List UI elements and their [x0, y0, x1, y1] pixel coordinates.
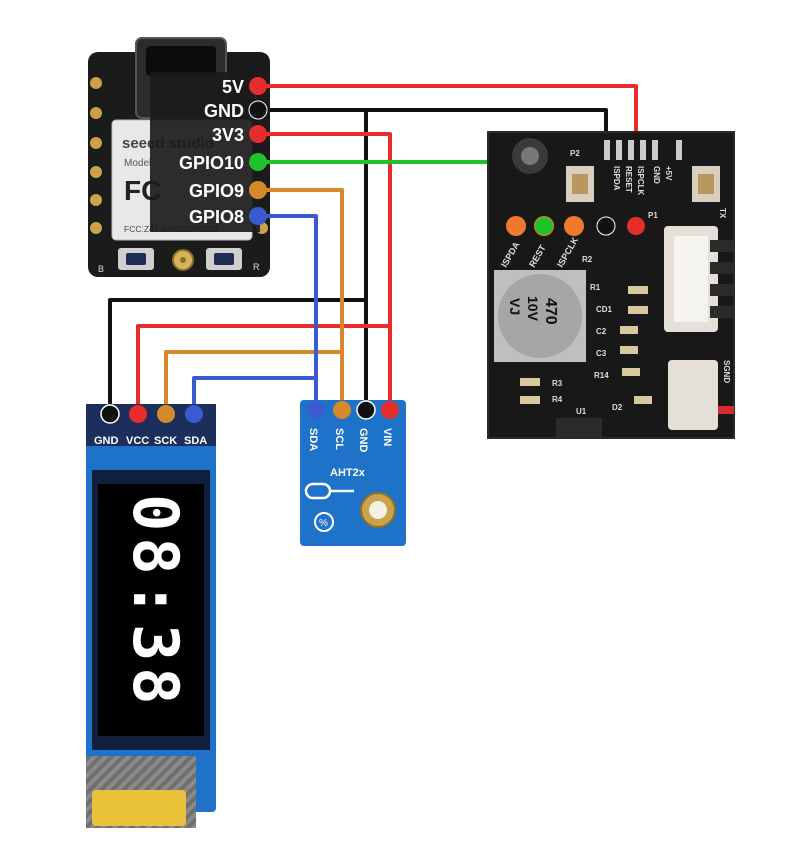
pad-ispda	[506, 216, 526, 236]
pin-label-5v: 5V	[222, 77, 244, 97]
wire-gpio8	[258, 214, 318, 410]
silk-tx: TX	[718, 208, 727, 219]
corner-b: B	[98, 264, 104, 274]
oled-display-text: 08:38	[119, 494, 192, 711]
xiao-model: Model	[124, 158, 151, 169]
aht-pin-dot-sda	[307, 401, 325, 419]
board-dot-5v	[627, 217, 645, 235]
xiao-esp32c3-module: seeed studio Model FC FCC:Z4T-XIAOESP32C…	[88, 37, 270, 277]
oled-pin-label-sck: SCK	[154, 435, 177, 447]
wire-3v3	[258, 132, 392, 410]
pin-dot-3v3	[249, 125, 267, 143]
oled-pin-dot-sda	[185, 405, 203, 423]
oled-pin-label-sda: SDA	[184, 435, 207, 447]
aht-pin-dot-vin	[381, 401, 399, 419]
silk-cd1: CD1	[596, 305, 613, 314]
header-label-ispda: ISPDA	[612, 166, 621, 191]
aht-pin-label-gnd: GND	[357, 428, 369, 453]
header-label-5v: +5V	[664, 166, 673, 181]
pin-label-gnd: GND	[204, 101, 244, 121]
aht-title: AHT2x	[330, 467, 366, 479]
thermometer-icon	[304, 482, 354, 500]
aht-pin-label-vin: VIN	[381, 428, 393, 446]
pad-ispclk	[564, 216, 584, 236]
pin-dot-gpio10	[249, 153, 267, 171]
silk-r3: R3	[552, 379, 563, 388]
control-board: ISPDA RESET ISPCLK GND +5V P2 P1 R2 R1 C…	[487, 131, 735, 439]
header-label-ispclk: ISPCLK	[636, 166, 645, 196]
silk-r4: R4	[552, 395, 563, 404]
silk-sgnd: SGND	[722, 360, 731, 383]
header-label-gnd: GND	[652, 166, 661, 184]
pin-dot-gnd	[248, 100, 268, 120]
svg-text:%: %	[319, 518, 328, 529]
wire-3v3-oled	[136, 324, 390, 414]
pin-dot-5v	[249, 77, 267, 95]
pin-dot-gpio9	[249, 181, 267, 199]
silk-d2: D2	[612, 403, 623, 412]
silk-r1: R1	[590, 283, 601, 292]
oled-display-module: 08:38 GND VCC SCK SDA	[86, 404, 216, 828]
chip-u1	[556, 418, 602, 438]
corner-r: R	[253, 262, 260, 272]
oled-pin-dot-vcc	[129, 405, 147, 423]
electrolytic-capacitor: 470 10V VJ	[494, 270, 586, 362]
silk-p2: P2	[570, 149, 580, 158]
xiao-pin-labels: 5V GND 3V3 GPIO10 GPIO9 GPIO8	[179, 77, 268, 227]
board-dot-gnd	[596, 216, 616, 236]
wire-gnd-oled	[108, 298, 366, 414]
silk-u1: U1	[576, 407, 587, 416]
cap-voltage: 10V	[525, 296, 541, 322]
cap-series: VJ	[507, 298, 523, 315]
pin-dot-gpio8	[249, 207, 267, 225]
aht-pin-label-sda: SDA	[307, 428, 319, 451]
silk-r2: R2	[582, 255, 593, 264]
silk-c2: C2	[596, 327, 607, 336]
oled-pin-dot-gnd	[100, 404, 120, 424]
board-dot-reset	[535, 217, 553, 235]
silk-r14: R14	[594, 371, 609, 380]
humidity-drop-icon: %	[314, 512, 334, 532]
oled-pin-label-gnd: GND	[94, 435, 119, 447]
cap-value: 470	[542, 298, 559, 325]
wire-gpio9-oled	[164, 350, 342, 414]
jst-connector	[664, 226, 734, 430]
header-label-reset: RESET	[624, 166, 633, 193]
aht-pin-dot-scl	[333, 401, 351, 419]
aht-pin-dot-gnd	[356, 400, 376, 420]
aht2x-sensor-module: SDA SCL GND VIN AHT2x %	[300, 400, 406, 546]
aht-pin-label-scl: SCL	[333, 428, 345, 450]
pin-label-gpio10: GPIO10	[179, 153, 244, 173]
oled-pin-label-vcc: VCC	[126, 435, 149, 447]
wire-gpio9	[258, 188, 344, 410]
silk-p1: P1	[648, 211, 658, 220]
silk-c3: C3	[596, 349, 607, 358]
pin-label-gpio8: GPIO8	[189, 207, 244, 227]
wire-gpio8-oled	[192, 376, 316, 414]
pin-label-gpio9: GPIO9	[189, 181, 244, 201]
pin-label-3v3: 3V3	[212, 125, 244, 145]
oled-pin-dot-sck	[157, 405, 175, 423]
